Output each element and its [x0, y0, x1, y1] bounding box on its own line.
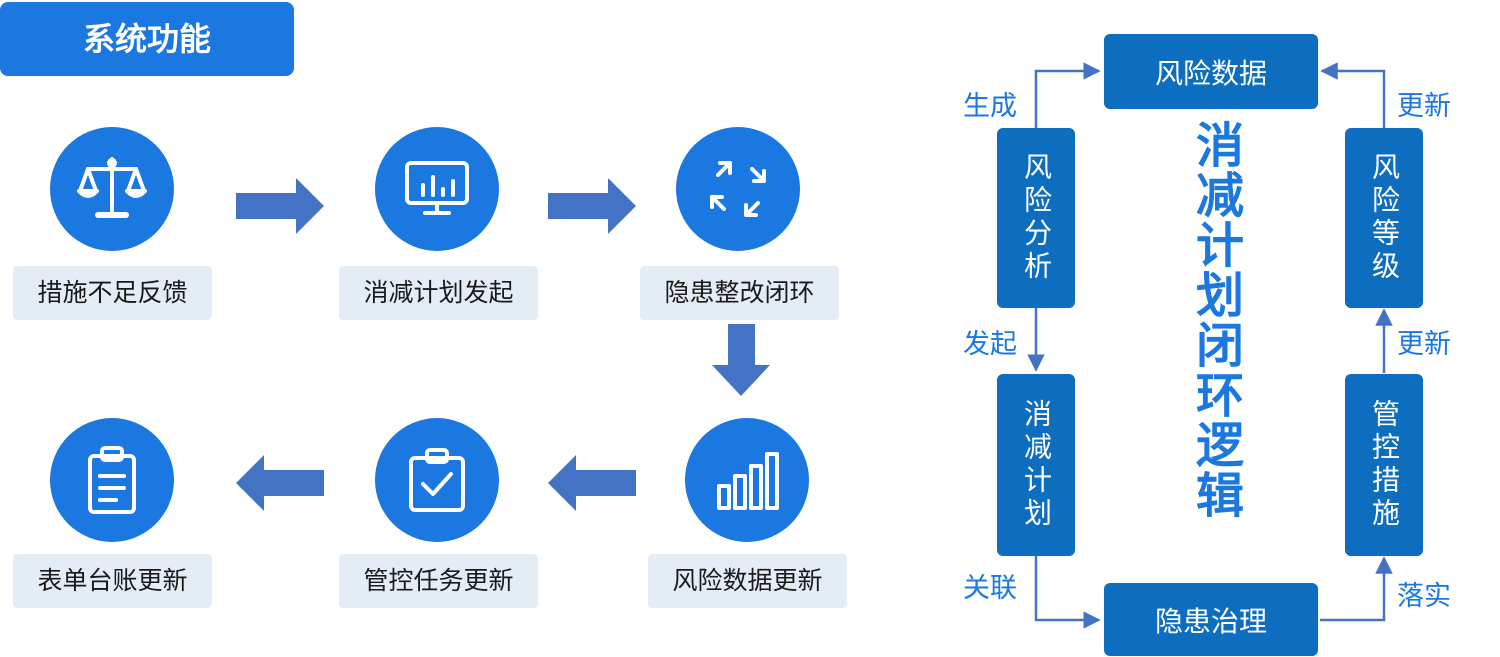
function-label: 隐患整改闭环: [640, 266, 839, 320]
edge-generate: [1034, 62, 1101, 128]
clipboard-list-icon: [50, 418, 174, 542]
function-label: 管控任务更新: [339, 554, 538, 608]
scale-icon: [50, 127, 174, 251]
flow-arrow-left: [548, 455, 636, 511]
clipboard-check-icon: [375, 418, 499, 542]
bar-chart-icon: [685, 418, 809, 542]
flow-arrow-left: [236, 455, 324, 511]
function-label: 表单台账更新: [13, 554, 212, 608]
node-risk-data: 风险数据: [1104, 34, 1318, 109]
flow-arrow-right: [548, 178, 636, 234]
loop-title: 消减计划闭环逻辑: [1187, 120, 1243, 520]
node-control-measures: 管控措施: [1345, 374, 1423, 556]
monitor-chart-icon: [375, 127, 499, 251]
edge-label-implement: 落实: [1397, 581, 1451, 612]
node-risk-analysis: 风险分析: [997, 128, 1075, 308]
function-label: 消减计划发起: [339, 266, 538, 320]
edge-label-generate: 生成: [963, 91, 1017, 122]
node-risk-level: 风险等级: [1345, 128, 1423, 308]
flow-arrow-down: [712, 324, 770, 396]
edge-associate: [1034, 556, 1101, 629]
node-reduction-plan: 消减计划: [997, 374, 1075, 556]
edge-label-associate: 关联: [963, 573, 1017, 604]
section-title: 系统功能: [0, 2, 294, 76]
function-label: 措施不足反馈: [13, 266, 212, 320]
edge-label-update-lower: 更新: [1397, 329, 1451, 360]
node-hazard-governance: 隐患治理: [1104, 583, 1318, 656]
cycle-icon: [676, 127, 800, 251]
flow-arrow-right: [236, 178, 324, 234]
edge-label-update-upper: 更新: [1397, 91, 1451, 122]
edge-implement: [1320, 556, 1393, 622]
edge-update-upper: [1320, 62, 1386, 128]
function-label: 风险数据更新: [648, 554, 847, 608]
edge-label-initiate: 发起: [963, 329, 1017, 360]
